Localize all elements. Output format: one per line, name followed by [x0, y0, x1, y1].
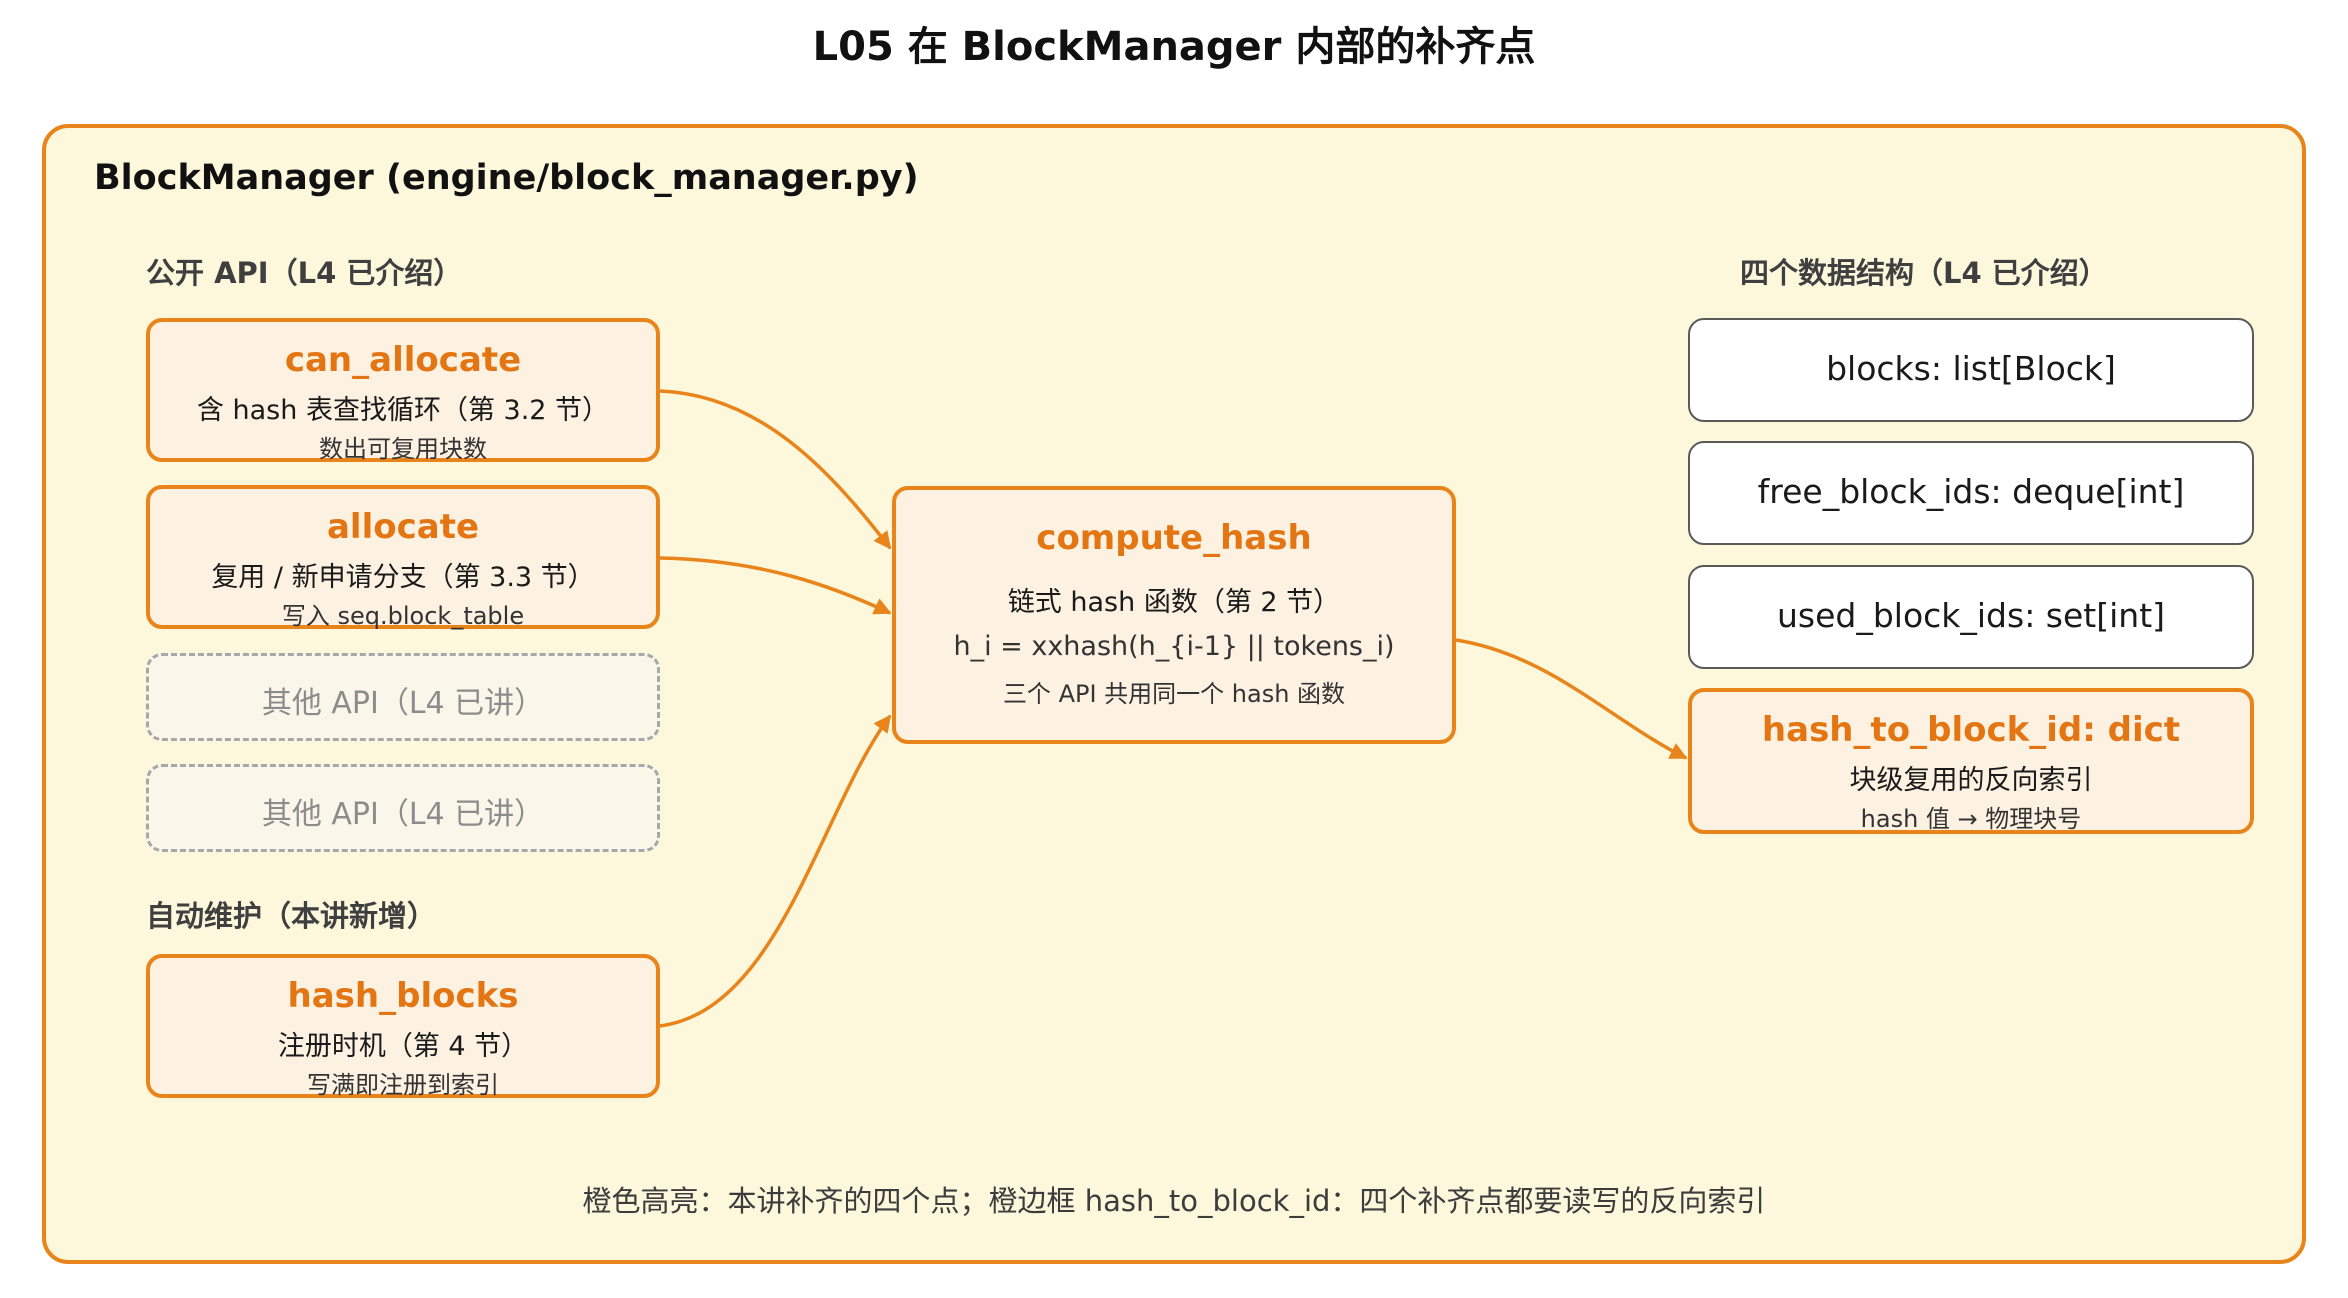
free-block-ids-label: free_block_ids: deque[int] — [1757, 472, 2185, 511]
hash-to-block-id-desc: 块级复用的反向索引 — [1849, 765, 2093, 796]
can-allocate-box: can_allocate 含 hash 表查找循环（第 3.2 节） 数出可复用… — [146, 318, 660, 463]
section-public-api: 公开 API（L4 已介绍） — [146, 256, 463, 290]
section-auto-maintain: 自动维护（本讲新增） — [146, 899, 437, 933]
allocate-name: allocate — [326, 507, 480, 547]
free-block-ids-box: free_block_ids: deque[int] — [1688, 441, 2254, 545]
arrow-can-allocate-to-compute-hash — [659, 389, 892, 550]
panel-title: BlockManager (engine/block_manager.py) — [94, 158, 919, 198]
arrow-compute-hash-to-hash-index — [1455, 638, 1688, 760]
footer-caption: 橙色高亮：本讲补齐的四个点；橙边框 hash_to_block_id：四个补齐点… — [582, 1184, 1766, 1218]
hash-blocks-name: hash_blocks — [287, 976, 519, 1016]
hash-to-block-id-name: hash_to_block_id: dict — [1761, 710, 2181, 750]
hash-blocks-box: hash_blocks 注册时机（第 4 节） 写满即注册到索引 — [146, 954, 660, 1099]
hash-blocks-desc: 注册时机（第 4 节） — [277, 1031, 529, 1062]
compute-hash-formula: h_i = xxhash(h_{i-1} || tokens_i) — [953, 631, 1395, 662]
allocate-desc: 复用 / 新申请分支（第 3.3 节） — [211, 562, 595, 593]
other-api-label-2: 其他 API（L4 已讲） — [261, 797, 545, 832]
other-api-box-1: 其他 API（L4 已讲） — [146, 653, 660, 741]
allocate-box: allocate 复用 / 新申请分支（第 3.3 节） 写入 seq.bloc… — [146, 485, 660, 630]
arrow-allocate-to-compute-hash — [659, 556, 892, 615]
blocks-struct-label: blocks: list[Block] — [1826, 349, 2116, 388]
compute-hash-box: compute_hash 链式 hash 函数（第 2 节） h_i = xxh… — [892, 486, 1456, 744]
can-allocate-note: 数出可复用块数 — [319, 435, 487, 463]
allocate-note: 写入 seq.block_table — [281, 602, 525, 630]
arrow-hash-blocks-to-compute-hash — [659, 714, 892, 1028]
hash-blocks-note: 写满即注册到索引 — [307, 1071, 499, 1099]
blocks-struct-box: blocks: list[Block] — [1688, 318, 2254, 422]
used-block-ids-label: used_block_ids: set[int] — [1776, 596, 2166, 635]
used-block-ids-box: used_block_ids: set[int] — [1688, 565, 2254, 669]
compute-hash-name: compute_hash — [1036, 518, 1312, 558]
hash-to-block-id-note: hash 值 → 物理块号 — [1860, 805, 2082, 833]
compute-hash-note: 三个 API 共用同一个 hash 函数 — [1002, 680, 1346, 708]
can-allocate-name: can_allocate — [284, 340, 522, 380]
compute-hash-desc: 链式 hash 函数（第 2 节） — [1007, 587, 1341, 618]
section-data-structures: 四个数据结构（L4 已介绍） — [1740, 256, 2108, 290]
other-api-box-2: 其他 API（L4 已讲） — [146, 764, 660, 852]
can-allocate-desc: 含 hash 表查找循环（第 3.2 节） — [196, 395, 610, 426]
hash-to-block-id-box: hash_to_block_id: dict 块级复用的反向索引 hash 值 … — [1688, 688, 2254, 834]
diagram-title: L05 在 BlockManager 内部的补齐点 — [812, 24, 1536, 70]
other-api-label-1: 其他 API（L4 已讲） — [261, 686, 545, 721]
